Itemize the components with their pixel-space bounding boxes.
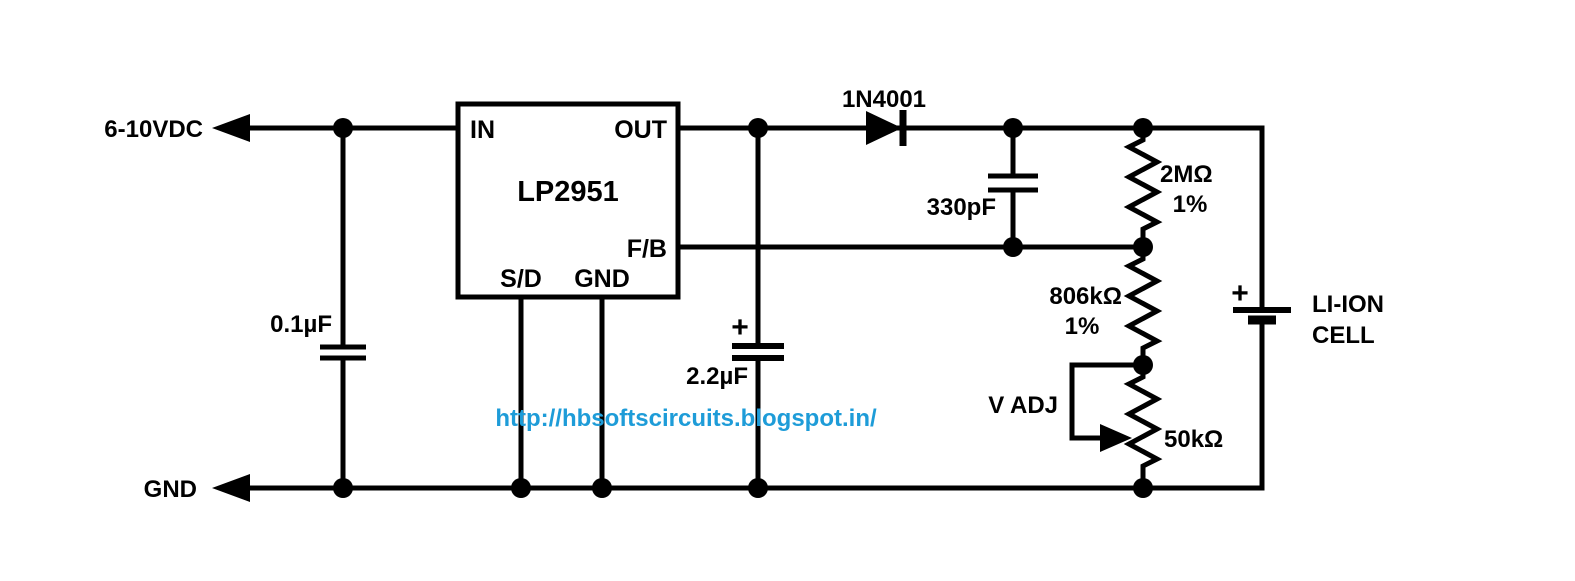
resistor-2m-zigzag bbox=[1123, 128, 1163, 247]
battery-name-line2: CELL bbox=[1312, 322, 1375, 349]
junction-dot bbox=[1133, 118, 1153, 138]
ground-arrow-icon bbox=[212, 474, 250, 502]
output-capacitor-polarity: + bbox=[731, 311, 749, 344]
wire-ground-rail bbox=[247, 322, 1265, 491]
pot-value: 50kΩ bbox=[1164, 426, 1223, 453]
pot-wiper-arrow-icon bbox=[1100, 424, 1132, 452]
diode-part-label: 1N4001 bbox=[842, 86, 926, 113]
junction-dot bbox=[1133, 478, 1153, 498]
resistor-2m-tolerance: 1% bbox=[1173, 191, 1208, 218]
ic-pin-in-label: IN bbox=[470, 116, 495, 144]
potentiometer: V ADJ 50kΩ bbox=[988, 362, 1223, 488]
input-capacitor: 0.1µF bbox=[270, 311, 366, 361]
junction-dot bbox=[333, 118, 353, 138]
junction-dot bbox=[511, 478, 531, 498]
resistor-806k-zigzag bbox=[1123, 247, 1163, 365]
feedback-capacitor: 330pF bbox=[927, 173, 1038, 221]
pot-wiper-wire bbox=[1069, 362, 1143, 441]
junction-dot bbox=[1133, 237, 1153, 257]
pot-adjust-label: V ADJ bbox=[988, 392, 1058, 419]
resistor-806k-value: 806kΩ bbox=[1049, 283, 1122, 310]
ic-pin-fb-label: F/B bbox=[627, 235, 667, 263]
junction-dot bbox=[1003, 118, 1023, 138]
junction-dot bbox=[1133, 355, 1153, 375]
resistor-2m-value: 2MΩ bbox=[1160, 161, 1213, 188]
junction-dots bbox=[333, 118, 1153, 498]
input-capacitor-value: 0.1µF bbox=[270, 311, 332, 338]
junction-dot bbox=[592, 478, 612, 498]
diode-anode-triangle-icon bbox=[866, 111, 902, 145]
ic-pin-sd-label: S/D bbox=[500, 265, 542, 293]
diode: 1N4001 bbox=[842, 86, 926, 146]
ic-pin-gnd-label: GND bbox=[574, 265, 630, 293]
resistor-806k-tolerance: 1% bbox=[1065, 313, 1100, 340]
junction-dot bbox=[748, 118, 768, 138]
ic-pin-out-label: OUT bbox=[614, 116, 667, 144]
output-capacitor: + 2.2µF bbox=[686, 311, 784, 390]
input-arrow-icon bbox=[212, 114, 250, 142]
resistor-divider: 2MΩ 1% 806kΩ 1% bbox=[1049, 128, 1213, 365]
feedback-capacitor-value: 330pF bbox=[927, 194, 996, 221]
ic-name-label: LP2951 bbox=[517, 176, 619, 208]
watermark-url-link[interactable]: http://hbsoftscircuits.blogspot.in/ bbox=[495, 405, 877, 432]
junction-dot bbox=[333, 478, 353, 498]
ground-label: GND bbox=[144, 476, 197, 503]
input-voltage-label: 6-10VDC bbox=[104, 116, 203, 143]
battery-polarity: + bbox=[1231, 277, 1249, 310]
battery: + LI-ION CELL bbox=[1231, 277, 1384, 349]
output-capacitor-value: 2.2µF bbox=[686, 363, 748, 390]
junction-dot bbox=[1003, 237, 1023, 257]
pot-zigzag bbox=[1123, 365, 1163, 488]
battery-name-line1: LI-ION bbox=[1312, 291, 1384, 318]
ic-body bbox=[455, 101, 681, 300]
junction-dot bbox=[748, 478, 768, 498]
